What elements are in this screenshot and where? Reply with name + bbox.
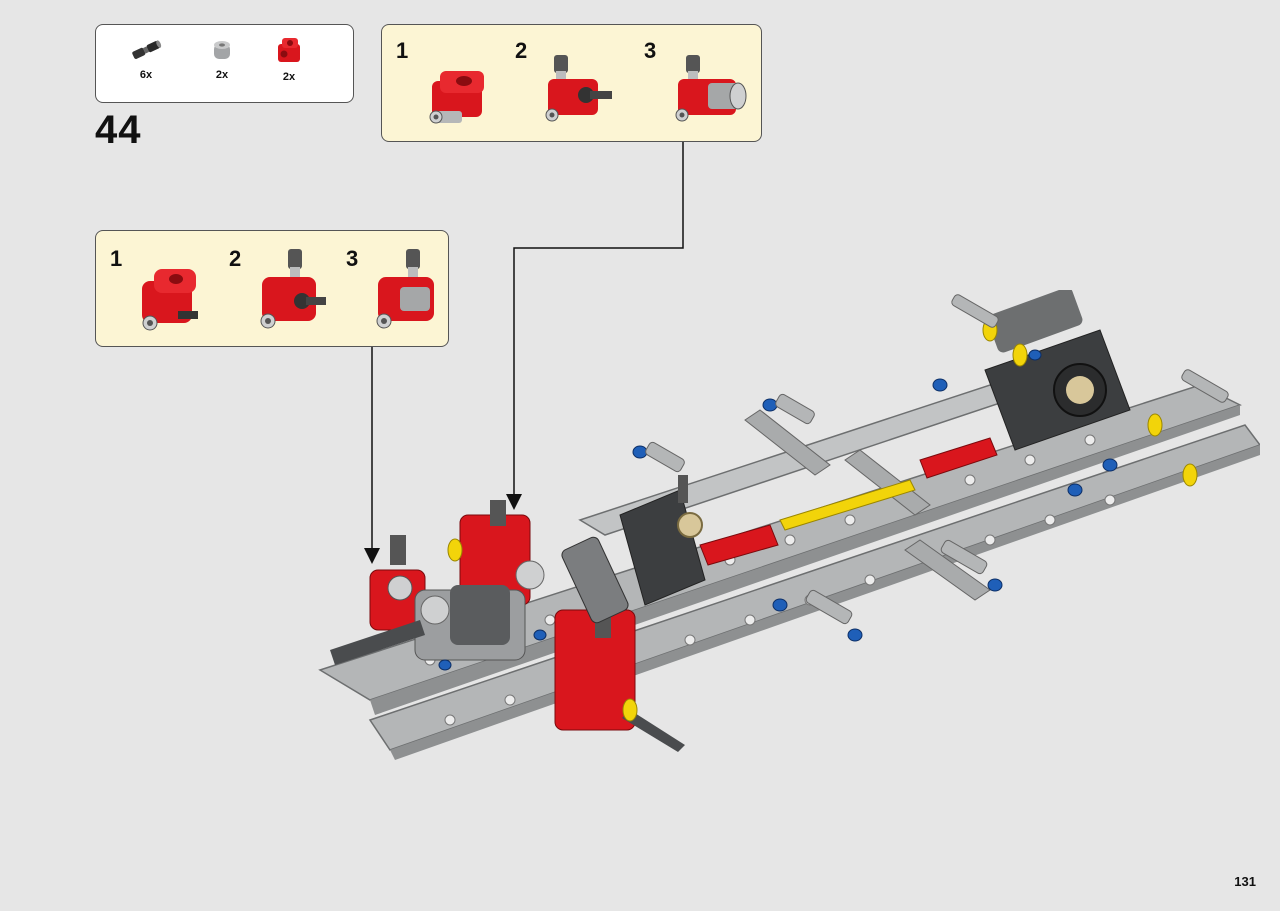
connector-arrow-left (364, 347, 380, 564)
part-qty: 2x (282, 71, 296, 83)
cross-members (744, 409, 991, 601)
part-qty: 6x (139, 69, 153, 81)
red-shaft-front (699, 524, 779, 566)
parts-list: 6x 2x 2x (95, 24, 354, 103)
substep-3-illustration (376, 249, 434, 329)
substep-1-illustration (429, 71, 484, 124)
substep-2-illustration (260, 249, 326, 329)
substep-3-illustration (675, 55, 747, 122)
part-bush: 2x (202, 35, 242, 81)
part-qty: 2x (215, 69, 229, 81)
substep-label: 2 (229, 246, 242, 271)
subassembly-callout-left: 1 2 3 (95, 230, 449, 347)
yellow-bushes (447, 318, 1198, 722)
page-number: 131 (1234, 874, 1256, 889)
step-number: 44 (95, 108, 142, 152)
front-gear (561, 536, 629, 624)
center-gear-block (619, 475, 706, 606)
substep-label: 2 (515, 38, 528, 63)
subassembly-callout-top: 1 2 3 (381, 24, 762, 142)
yellow-driveshaft (779, 479, 916, 531)
blue-pins (438, 349, 1118, 671)
substep-2-illustration (545, 55, 612, 122)
part-axle-pin: 6x (126, 35, 166, 81)
substep-label: 3 (644, 38, 657, 63)
grey-pins (645, 294, 1229, 625)
substep-label: 3 (346, 246, 359, 271)
steering-axle (622, 710, 685, 752)
chassis-assembly-illustration (318, 290, 1260, 760)
axle-pin-icon (132, 40, 162, 59)
bush-icon (214, 41, 230, 59)
red-connector-icon (278, 38, 300, 62)
red-shaft-rear (919, 437, 998, 479)
substep-1-illustration (142, 269, 198, 331)
part-red-connector: 2x (269, 35, 309, 83)
front-grey-block (414, 560, 545, 661)
connector-arrow-top (506, 142, 684, 510)
substep-label: 1 (396, 38, 409, 63)
substep-label: 1 (110, 246, 123, 271)
front-axle (330, 620, 425, 665)
front-red-assembly (369, 500, 636, 731)
